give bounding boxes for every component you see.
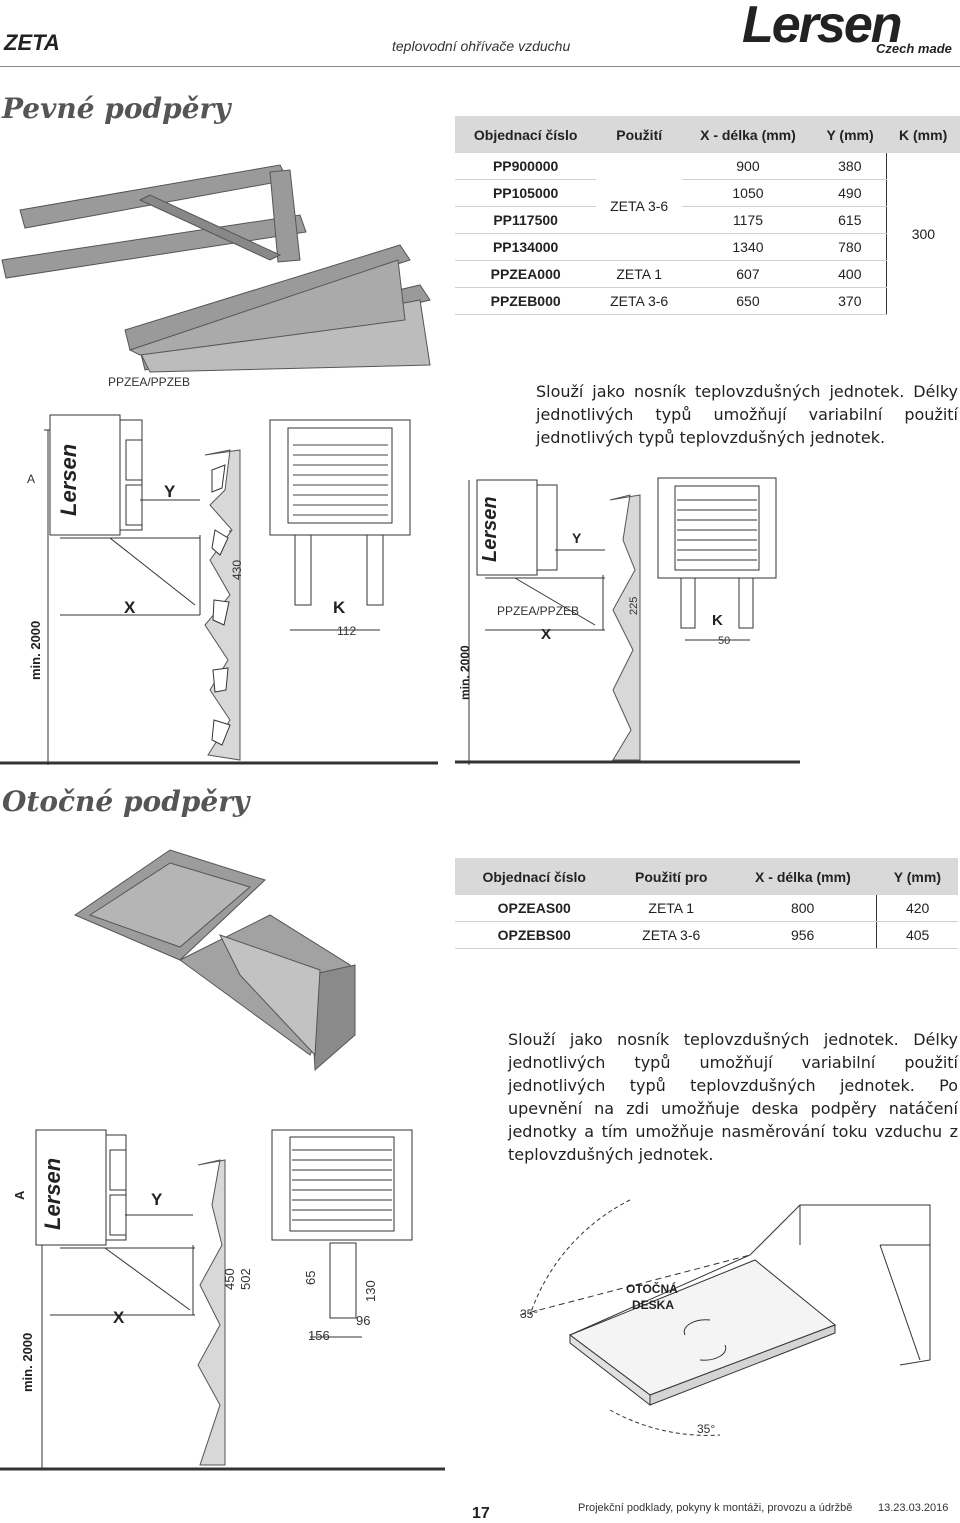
fixed-left-y-label: Y <box>164 482 176 501</box>
brand-logo: Lersen <box>742 0 903 54</box>
fixed-right-k-label: K <box>712 612 723 629</box>
fixed-description: Slouží jako nosník teplovzdušných jednot… <box>536 382 958 447</box>
rotary-support-photo <box>73 849 356 1072</box>
col-use-for: Použití pro <box>613 858 730 895</box>
table-row: PP117500 1175 615 <box>455 206 960 234</box>
plate-label-1: OTOČNÁ <box>626 1282 678 1296</box>
footer-text: Projekční podklady, pokyny k montáži, pr… <box>578 1502 853 1514</box>
col-y: Y (mm) <box>813 116 887 153</box>
fixed-right-x-label: X <box>541 626 552 643</box>
plate-label-2: DESKA <box>632 1298 675 1312</box>
table-row: OPZEAS00 ZETA 1 800 420 <box>455 895 958 922</box>
fixed-right-brand: Lersen <box>479 496 501 562</box>
plate-angle-1: 35° <box>520 1307 539 1321</box>
table-row: PPZEA000 ZETA 1 607 400 <box>455 260 960 288</box>
fixed-left-type-label: PPZEA/PPZEB <box>108 375 191 389</box>
fixed-diagram-left <box>0 414 438 765</box>
rotary-d156: 156 <box>308 1328 330 1343</box>
fixed-left-x-label: X <box>124 598 136 617</box>
table-row: OPZEBS00 ZETA 3-6 956 405 <box>455 921 958 949</box>
header-subtitle: teplovodní ohřívače vzduchu <box>392 38 571 54</box>
rotary-diagram <box>0 1129 445 1471</box>
fixed-right-k-value: 50 <box>718 635 731 647</box>
table-row: PP900000 900 380 300 <box>455 153 960 242</box>
col-k: K (mm) <box>886 116 960 153</box>
rotary-d130: 130 <box>363 1280 378 1302</box>
rotary-a-label: A <box>12 1190 27 1200</box>
rotary-d96: 96 <box>356 1313 371 1328</box>
section-heading-rotary: Otočné podpěry <box>2 785 250 818</box>
fixed-diagram-right <box>455 477 800 765</box>
col-x-length: X - délka (mm) <box>682 116 814 153</box>
col-order-number: Objednací číslo <box>455 116 597 153</box>
rotary-d65: 65 <box>303 1270 318 1285</box>
brand-logo-sub: Czech made <box>876 41 952 56</box>
fixed-left-height: 430 <box>230 559 244 580</box>
col-order-number: Objednací číslo <box>455 858 614 895</box>
footer-date: 13.23.03.2016 <box>878 1502 949 1514</box>
fixed-support-table: Objednací číslo Použití X - délka (mm) Y… <box>455 116 960 315</box>
fixed-right-height: 225 <box>628 596 640 615</box>
fixed-left-min: min. 2000 <box>28 620 43 680</box>
col-x-length: X - délka (mm) <box>729 858 877 895</box>
header-title: ZETA <box>4 30 60 55</box>
fixed-support-photo <box>1 164 431 373</box>
header-divider <box>0 66 960 67</box>
rotary-min: min. 2000 <box>20 1332 35 1392</box>
table-row: PP105000 ZETA 3-6 1050 490 <box>455 179 960 234</box>
rotary-x-label: X <box>113 1308 125 1327</box>
fixed-left-k-value: 112 <box>337 624 357 638</box>
page-number: 17 <box>472 1505 490 1522</box>
fixed-left-k-label: K <box>333 598 346 617</box>
k-value: 300 <box>911 225 936 242</box>
rotary-brand: Lersen <box>40 1157 65 1230</box>
rotary-y-label: Y <box>151 1190 163 1209</box>
fixed-left-a-label: A <box>27 472 36 486</box>
col-y: Y (mm) <box>876 858 958 895</box>
col-use: Použití <box>596 116 683 153</box>
rotary-support-table: Objednací číslo Použití pro X - délka (m… <box>455 858 958 949</box>
fixed-right-min: min. 2000 <box>458 645 472 700</box>
table-row: PP134000 1340 780 <box>455 233 960 261</box>
plate-angle-2: 35° <box>697 1422 716 1436</box>
section-heading-fixed: Pevné podpěry <box>2 92 231 125</box>
rotary-h1: 450 <box>222 1268 237 1290</box>
merged-use: ZETA 3-6 <box>596 179 683 234</box>
fixed-left-brand: Lersen <box>56 443 81 516</box>
rotary-h2: 502 <box>238 1268 253 1290</box>
fixed-right-type-label: PPZEA/PPZEB <box>497 604 580 618</box>
table-row: PPZEB000 ZETA 3-6 650 370 <box>455 287 960 315</box>
rotary-plate-diagram <box>519 1199 931 1436</box>
fixed-right-y-label: Y <box>572 530 582 546</box>
rotary-description: Slouží jako nosník teplovzdušných jednot… <box>508 1030 958 1164</box>
